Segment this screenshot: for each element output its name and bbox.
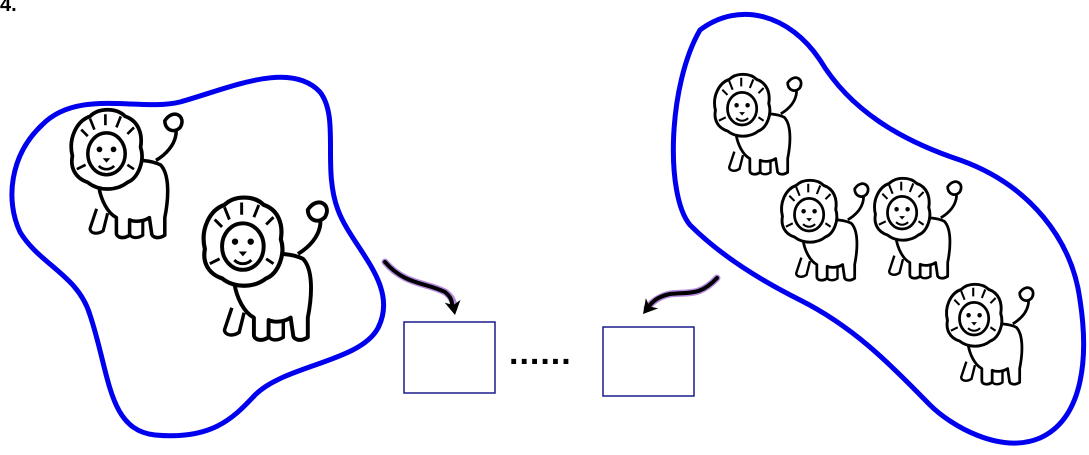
right-arrow-icon	[636, 274, 721, 320]
question-number: 4.	[0, 0, 17, 16]
right-answer-box[interactable]	[602, 326, 695, 397]
lion-icon	[69, 107, 184, 240]
lion-icon	[780, 178, 870, 282]
lion-icon	[945, 282, 1035, 386]
left-group-outline	[9, 74, 387, 439]
lion-icon	[204, 198, 327, 340]
lion-icon	[873, 176, 963, 280]
left-answer-box[interactable]	[403, 321, 496, 394]
right-group-outline	[670, 12, 1087, 446]
left-arrow-icon	[381, 258, 463, 317]
comparison-separator: ......	[509, 334, 572, 372]
lion-icon	[713, 72, 803, 176]
